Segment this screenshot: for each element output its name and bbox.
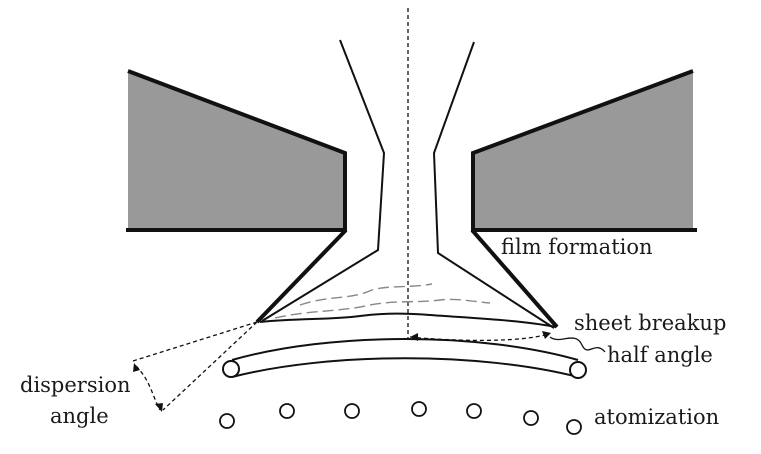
label-sheet-breakup: sheet breakup <box>574 311 726 335</box>
droplet <box>566 419 582 435</box>
dispersion-arrowhead-top <box>133 363 140 372</box>
droplet <box>411 401 427 417</box>
droplet <box>466 403 482 419</box>
dispersion-line-upper <box>132 321 258 362</box>
right-nozzle-block <box>473 71 693 230</box>
liquid-sheet <box>259 312 557 328</box>
curved-sheet-left-end <box>222 360 240 378</box>
droplet <box>344 403 360 419</box>
right-block-outline <box>471 69 694 232</box>
droplet <box>523 410 539 426</box>
half-angle-leader <box>549 336 606 353</box>
left-exit-lip <box>255 228 348 324</box>
left-nozzle-block <box>128 71 345 230</box>
droplet <box>219 413 235 429</box>
curved-sheet-right-end <box>569 361 587 379</box>
dispersion-line-lower <box>162 321 258 411</box>
label-atomization: atomization <box>594 405 719 429</box>
right-channel-wall <box>432 41 555 329</box>
droplet <box>279 403 295 419</box>
film-contour-upper <box>299 283 433 306</box>
label-half-angle: half angle <box>607 343 713 367</box>
curved-sheet-top <box>231 338 579 361</box>
right-exit-lip <box>470 228 559 329</box>
label-angle: angle <box>50 404 109 428</box>
label-dispersion: dispersion <box>20 373 131 397</box>
left-channel-wall <box>261 39 386 322</box>
left-block-outline <box>127 69 347 232</box>
dispersion-angle-arc <box>135 365 161 411</box>
droplets <box>219 401 582 435</box>
dispersion-arrowhead-bottom <box>155 403 163 412</box>
curved-sheet-bottom <box>231 357 579 378</box>
label-film-formation: film formation <box>501 235 653 259</box>
half-angle-arrowhead-right <box>542 331 551 339</box>
